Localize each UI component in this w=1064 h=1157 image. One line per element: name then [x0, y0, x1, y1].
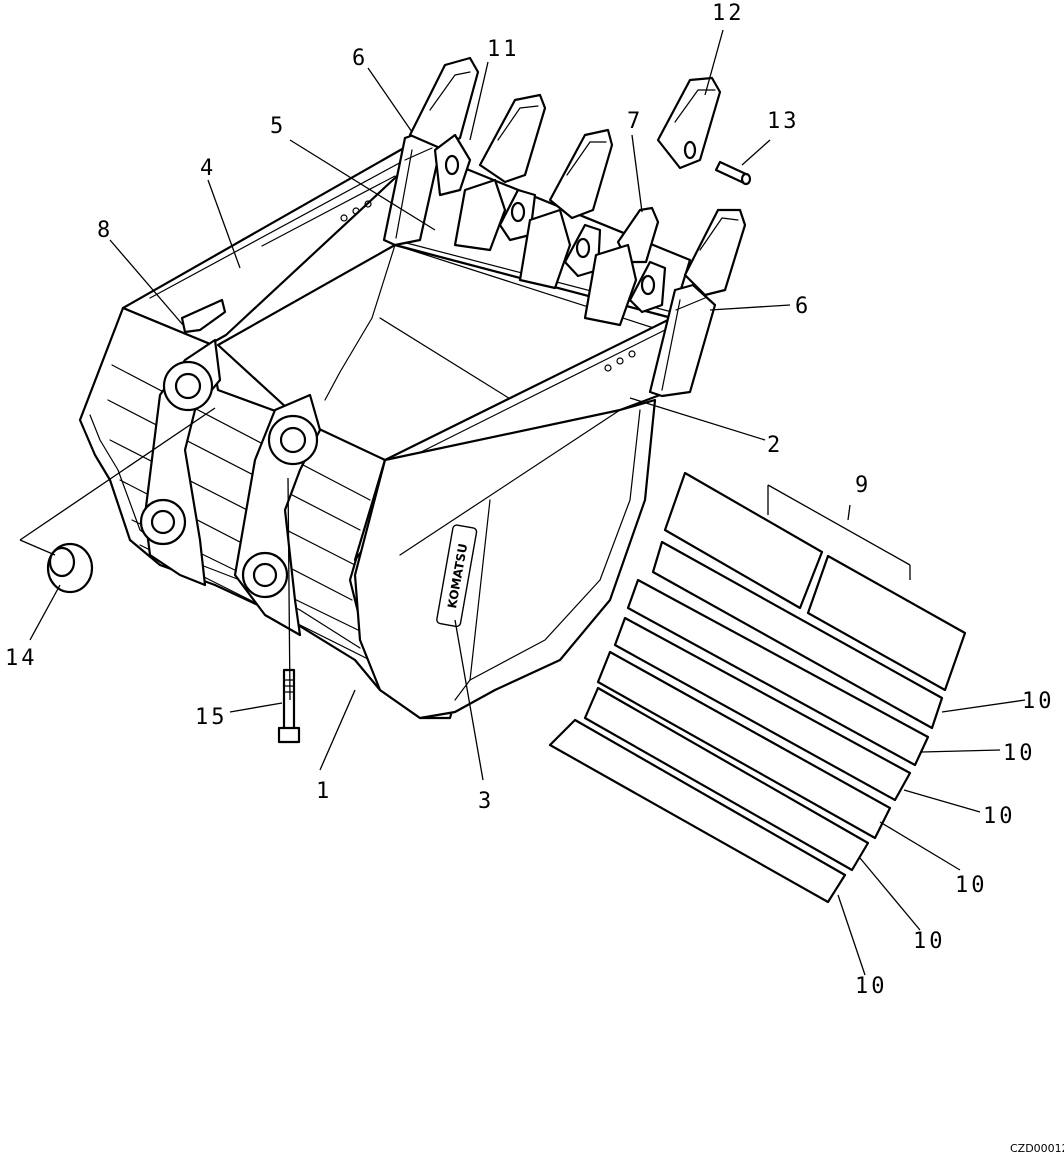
part-10-wear-strips	[548, 540, 944, 904]
callout-10-f: 10	[855, 974, 888, 999]
part-13-tooth-pin	[714, 160, 752, 186]
callout-14: 14	[5, 646, 38, 671]
callout-2: 2	[767, 433, 783, 458]
callout-1: 1	[316, 779, 332, 804]
leader-lines	[19, 29, 1026, 976]
callout-7: 7	[627, 109, 643, 134]
part-15-bolt	[277, 668, 301, 744]
callout-8: 8	[97, 218, 113, 243]
callout-10-a: 10	[1022, 689, 1055, 714]
callout-6-left: 6	[352, 46, 368, 71]
callout-12: 12	[712, 1, 745, 26]
komatsu-logo: KOMATSU	[436, 524, 478, 628]
callout-10-c: 10	[983, 804, 1016, 829]
part-8-lifting-lug	[180, 298, 227, 334]
part-12-bucket-tooth	[656, 76, 722, 170]
bucket-assembly: KOMATSU	[78, 56, 747, 720]
callout-13: 13	[767, 109, 800, 134]
callout-9: 9	[855, 473, 871, 498]
part-9-liner-plates	[663, 471, 967, 692]
callout-4: 4	[200, 156, 216, 181]
callout-labels: 1 2 3 4 5 6 6 7 8 9 10 10 10 10 10 10 11…	[5, 1, 1055, 999]
callout-3: 3	[478, 789, 494, 814]
callout-11: 11	[487, 37, 520, 62]
callout-10-e: 10	[913, 929, 946, 954]
callout-6-right: 6	[795, 294, 811, 319]
callout-15: 15	[195, 705, 228, 730]
teeth-row	[408, 56, 747, 327]
callout-10-b: 10	[1003, 741, 1036, 766]
part-14-washer	[46, 542, 94, 594]
document-id: CZD00012	[1010, 1142, 1064, 1155]
callout-5: 5	[270, 114, 286, 139]
callout-10-d: 10	[955, 873, 988, 898]
